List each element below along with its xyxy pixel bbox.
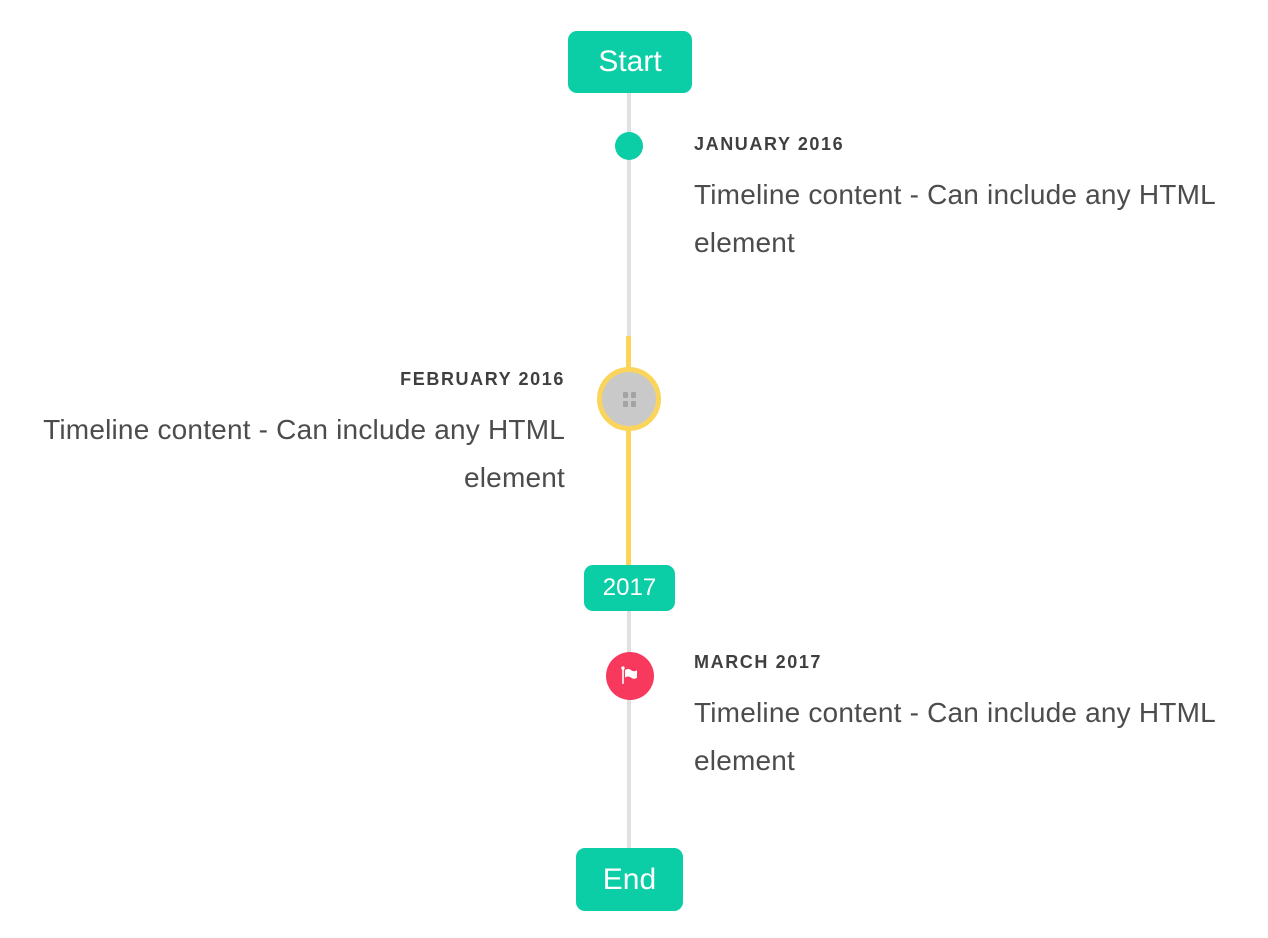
entry-content: Timeline content - Can include any HTML … xyxy=(694,179,1215,258)
flag-icon xyxy=(618,664,642,688)
year-badge: 2017 xyxy=(584,565,675,611)
start-badge: Start xyxy=(568,31,692,93)
timeline-entry-january: JANUARY 2016 Timeline content - Can incl… xyxy=(694,133,1224,267)
entry-content: Timeline content - Can include any HTML … xyxy=(694,697,1215,776)
timeline-entry-march: MARCH 2017 Timeline content - Can includ… xyxy=(694,651,1224,785)
end-badge: End xyxy=(576,848,683,911)
timeline-entry-february: FEBRUARY 2016 Timeline content - Can inc… xyxy=(35,368,565,502)
timeline-line-highlight xyxy=(626,336,631,567)
february-marker-circle xyxy=(597,367,661,431)
end-badge-label: End xyxy=(602,862,657,896)
entry-title: FEBRUARY 2016 xyxy=(400,369,565,389)
entry-title: JANUARY 2016 xyxy=(694,134,845,154)
entry-content: Timeline content - Can include any HTML … xyxy=(43,414,565,493)
year-badge-label: 2017 xyxy=(602,574,657,601)
january-marker-dot xyxy=(615,132,643,160)
start-badge-label: Start xyxy=(598,45,662,78)
image-placeholder-icon xyxy=(622,391,636,407)
entry-title: MARCH 2017 xyxy=(694,652,823,672)
march-marker-flag xyxy=(606,652,654,700)
